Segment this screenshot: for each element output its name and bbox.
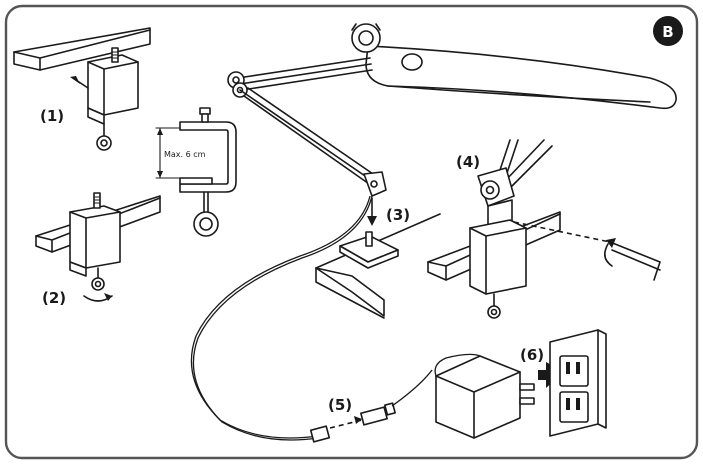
step-6-adapter-illustration — [434, 329, 607, 439]
step-2-clamp-illustration — [35, 192, 161, 302]
lamp-arm-illustration — [227, 23, 677, 197]
step-4-label: (4) — [456, 153, 480, 171]
power-cable — [190, 195, 371, 439]
step-5-label: (5) — [328, 396, 352, 414]
diagram-frame — [4, 4, 699, 460]
step-6-label: (6) — [520, 346, 544, 364]
step-1-label: (1) — [40, 107, 64, 125]
clamp-max-dimension: Max. 6 cm — [164, 150, 206, 159]
step-4-mount-illustration — [427, 139, 661, 319]
section-badge: B — [653, 16, 683, 46]
clamp-dimension-illustration — [155, 107, 237, 237]
step-2-label: (2) — [42, 289, 66, 307]
step-3-base-illustration — [315, 197, 441, 319]
step-3-label: (3) — [386, 206, 410, 224]
badge-label: B — [662, 23, 673, 41]
step-5-connector-illustration — [309, 369, 433, 443]
step-1-clamp-illustration — [13, 27, 151, 151]
